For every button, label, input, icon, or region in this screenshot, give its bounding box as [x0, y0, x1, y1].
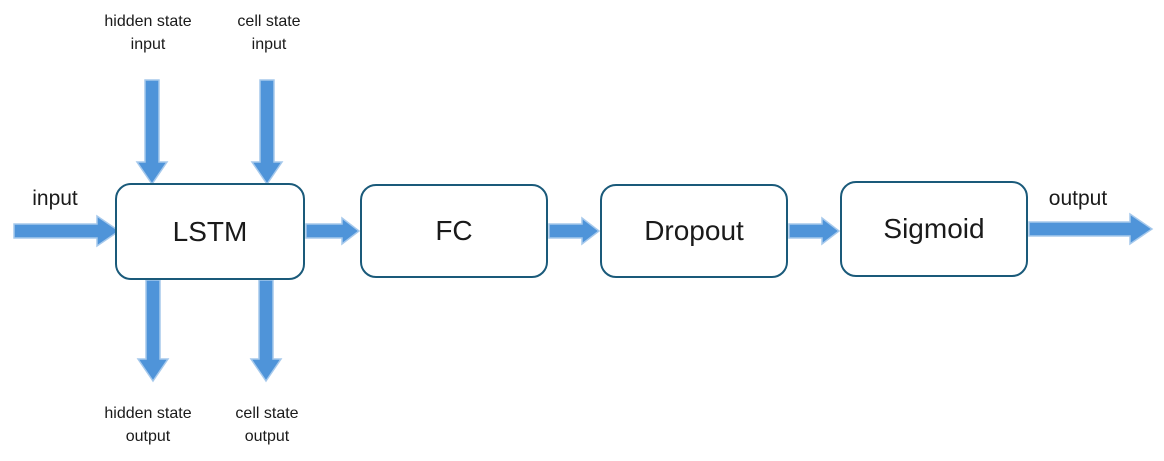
cell-state-output-arrow: [249, 279, 283, 383]
input-label: input: [32, 187, 78, 210]
arrow-lstm-to-fc: [305, 216, 361, 246]
output-label: output: [1048, 187, 1108, 210]
hidden-state-input-arrow: [135, 79, 169, 186]
cell-state-output-label: cell state output: [235, 405, 299, 445]
node-sigmoid: Sigmoid: [840, 181, 1028, 277]
arrow-fc-to-dropout: [548, 216, 601, 246]
hidden-state-output-label: hidden state output: [104, 405, 192, 445]
node-lstm: LSTM: [115, 183, 305, 280]
input-arrow: [13, 214, 121, 248]
node-dropout: Dropout: [600, 184, 788, 278]
arrow-dropout-to-sigmoid: [788, 216, 841, 246]
hidden-state-input-label: hidden state input: [104, 13, 192, 53]
node-fc-label: FC: [435, 215, 473, 246]
node-dropout-label: Dropout: [644, 215, 744, 246]
hidden-state-output-arrow: [136, 279, 170, 383]
cell-state-input-label: cell state input: [237, 13, 301, 53]
node-sigmoid-label: Sigmoid: [883, 213, 985, 244]
cell-state-input-arrow: [250, 79, 284, 186]
node-lstm-label: LSTM: [172, 215, 248, 247]
output-arrow: [1028, 212, 1154, 246]
node-fc: FC: [360, 184, 548, 278]
